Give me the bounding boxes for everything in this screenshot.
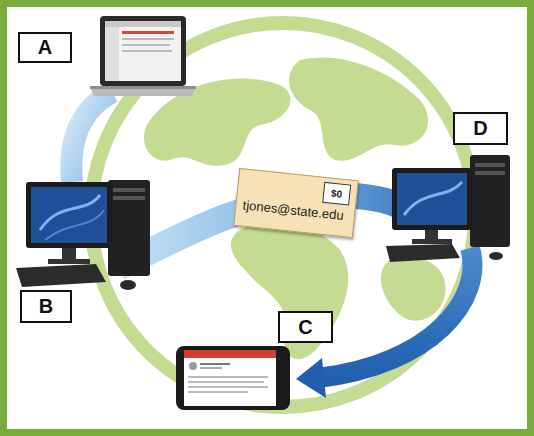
continent	[381, 257, 446, 321]
continent	[289, 57, 428, 160]
flow-arrow	[118, 195, 408, 268]
callout-letter: D	[473, 117, 487, 140]
callout-letter: D	[453, 112, 508, 145]
frame-inner	[7, 7, 527, 429]
callout-letter: C	[278, 311, 333, 343]
desktop-computer	[16, 180, 150, 290]
callout-letter: B	[20, 290, 72, 323]
callout-letter: A	[38, 36, 52, 59]
stamp: $0	[322, 182, 351, 206]
flow-arrow	[318, 248, 472, 378]
callout-letter: A	[18, 32, 72, 63]
callout-letter: C	[298, 316, 312, 339]
callout-letter: B	[39, 295, 53, 318]
flow-arrow	[71, 92, 112, 182]
arrow-head	[296, 358, 326, 398]
stamp-value: $0	[331, 188, 343, 200]
continent	[231, 223, 348, 359]
smartphone	[176, 346, 290, 410]
desktop-computer	[386, 155, 510, 262]
laptop	[90, 16, 196, 96]
envelope: tjones@state.edu$0	[233, 168, 358, 238]
